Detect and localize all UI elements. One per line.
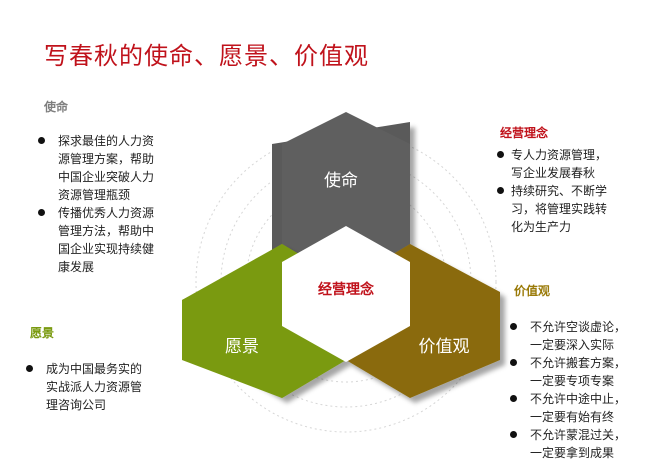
vision-heading: 愿景 <box>30 326 55 340</box>
list-item: 探求最佳的人力资 源管理方案，帮助 中国企业突破人力 资源管理瓶颈 <box>36 132 196 204</box>
philosophy-heading: 经营理念 <box>500 126 549 140</box>
values-list: 不允许空谈虚论， 一定要深入实际 不允许搬套方案， 一定要专项专案 不允许中途中… <box>508 318 660 462</box>
list-item: 传播优秀人力资源 管理方法，帮助中 国企业实现持续健 康发展 <box>36 204 196 276</box>
mission-heading: 使命 <box>44 100 69 114</box>
mission-hexagon-face <box>282 112 410 282</box>
list-item: 不允许搬套方案， 一定要专项专案 <box>508 354 660 390</box>
mission-label: 使命 <box>324 170 358 191</box>
page-title: 写春秋的使命、愿景、价值观 <box>44 42 369 70</box>
list-item: 持续研究、不断学 习，将管理实践转 化为生产力 <box>497 182 657 236</box>
list-item: 专人力资源管理， 写企业发展春秋 <box>497 146 657 182</box>
values-heading: 价值观 <box>514 284 551 298</box>
mission-list: 探求最佳的人力资 源管理方案，帮助 中国企业突破人力 资源管理瓶颈 传播优秀人力… <box>36 132 196 276</box>
list-item: 不允许蒙混过关， 一定要拿到成果 <box>508 426 660 462</box>
list-item: 不允许中途中止， 一定要有始有终 <box>508 390 660 426</box>
list-item: 成为中国最务实的 实战派人力资源管 理咨询公司 <box>24 360 194 414</box>
center-label: 经营理念 <box>318 281 375 298</box>
philosophy-list: 专人力资源管理， 写企业发展春秋 持续研究、不断学 习，将管理实践转 化为生产力 <box>497 146 657 236</box>
vision-list: 成为中国最务实的 实战派人力资源管 理咨询公司 <box>24 360 194 414</box>
list-item: 不允许空谈虚论， 一定要深入实际 <box>508 318 660 354</box>
center-hexagon <box>282 226 410 362</box>
vision-label: 愿景 <box>225 337 259 357</box>
values-label: 价值观 <box>419 337 470 357</box>
